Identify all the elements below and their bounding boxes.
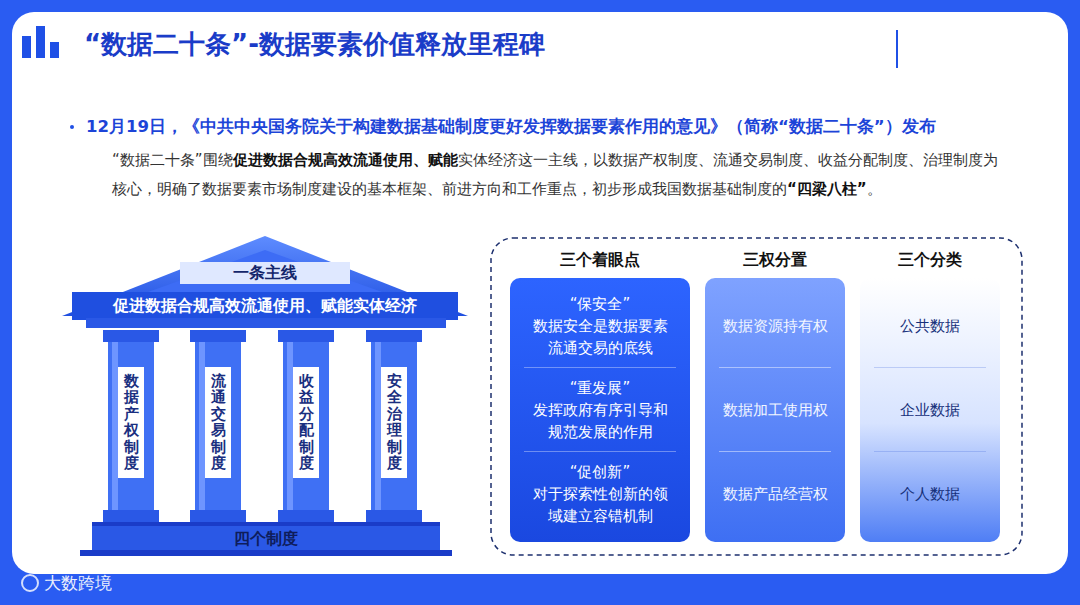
- category-card: 三权分置数据资源持有权数据加工使用权数据产品经营权: [705, 248, 845, 542]
- logo-bar: [36, 26, 45, 58]
- roof-heading: 一条主线: [180, 262, 350, 284]
- card-header: 三个着眼点: [510, 250, 690, 271]
- pillar-text: 流通交易制度: [211, 373, 226, 472]
- paragraph-text: “数据二十条”围绕: [112, 151, 233, 169]
- logo-bar: [22, 36, 31, 58]
- card-item: 企业数据: [866, 368, 994, 452]
- dashed-frame: [491, 238, 1022, 555]
- card-item: 数据产品经营权: [711, 452, 839, 536]
- pillar-shaft: [108, 342, 154, 510]
- card-item: “保安全”数据安全是数据要素流通交易的底线: [516, 284, 684, 368]
- paragraph-text: “四梁八柱”: [787, 180, 867, 198]
- category-card: 三个着眼点“保安全”数据安全是数据要素流通交易的底线“重发展”发挥政府有序引导和…: [510, 248, 690, 542]
- item-heading: “重发展”: [570, 377, 631, 399]
- pillar-capital: [366, 330, 422, 342]
- item-heading: “保安全”: [570, 293, 631, 315]
- item-text: 数据产品经营权: [723, 483, 828, 505]
- base-plinth: [80, 550, 452, 556]
- paragraph-text: 。: [867, 180, 882, 198]
- watermark: 大数跨境: [44, 572, 112, 595]
- pillar-capital: [103, 330, 159, 342]
- roof-band-text: 促进数据合规高效流通使用、赋能实体经济: [113, 292, 417, 320]
- roof-inner: [148, 250, 382, 292]
- base-text: 四个制度: [92, 526, 440, 554]
- card-item: 数据加工使用权: [711, 368, 839, 452]
- pillar-text: 数据产权制度: [124, 373, 139, 472]
- bullet-heading: 12月19日，《中共中央国务院关于构建数据基础制度更好发挥数据要素作用的意见》（…: [86, 116, 936, 138]
- pillar: 收益分配制度: [278, 320, 334, 524]
- watermark-logo: [22, 575, 38, 591]
- pillar-capital: [190, 330, 246, 342]
- logo-bar: [50, 42, 59, 58]
- card-header: 三权分置: [705, 250, 845, 271]
- entablature: [86, 318, 446, 328]
- item-text: 数据安全是数据要素流通交易的底线: [530, 315, 670, 359]
- bullet-dot: [70, 125, 74, 129]
- pillar-shaft: [371, 342, 417, 510]
- item-text: 公共数据: [900, 315, 960, 337]
- item-text: 个人数据: [900, 483, 960, 505]
- pillar-label-box: 流通交易制度: [205, 367, 231, 478]
- pillar: 安全治理制度: [366, 320, 422, 524]
- temple-base: 四个制度: [92, 522, 440, 554]
- pillar-text: 收益分配制度: [299, 373, 314, 472]
- temple-roof: 一条主线促进数据合规高效流通使用、赋能实体经济: [62, 236, 468, 320]
- pillar: 流通交易制度: [190, 320, 246, 524]
- item-text: 数据加工使用权: [723, 399, 828, 421]
- item-divider: [524, 451, 676, 452]
- category-card: 三个分类公共数据企业数据个人数据: [860, 248, 1000, 542]
- pillar-label-box: 收益分配制度: [293, 367, 319, 478]
- card-header: 三个分类: [860, 250, 1000, 271]
- card-item: 个人数据: [866, 452, 994, 536]
- item-divider: [719, 367, 831, 368]
- page-title: “数据二十条”-数据要素价值释放里程碑: [84, 27, 545, 62]
- pillar-label-box: 安全治理制度: [381, 367, 407, 478]
- card-item: “重发展”发挥政府有序引导和规范发展的作用: [516, 368, 684, 452]
- roof-band: [72, 292, 458, 320]
- item-divider: [524, 367, 676, 368]
- item-text: 发挥政府有序引导和规范发展的作用: [530, 399, 670, 443]
- pillar-label-box: 数据产权制度: [118, 367, 144, 478]
- intro-paragraph: “数据二十条”围绕促进数据合规高效流通使用、赋能实体经济这一主线，以数据产权制度…: [112, 146, 1012, 204]
- pillar-capital: [278, 330, 334, 342]
- item-heading: “促创新”: [570, 461, 631, 483]
- item-divider: [719, 451, 831, 452]
- item-divider: [874, 451, 986, 452]
- item-text: 对于探索性创新的领域建立容错机制: [530, 483, 670, 527]
- pillar: 数据产权制度: [103, 320, 159, 524]
- item-divider: [874, 367, 986, 368]
- divider-line: [896, 30, 898, 68]
- pillar-shaft: [195, 342, 241, 510]
- card-item: “促创新”对于探索性创新的领域建立容错机制: [516, 452, 684, 536]
- pillar-shaft: [283, 342, 329, 510]
- roof-plaque: [180, 262, 350, 284]
- item-text: 数据资源持有权: [723, 315, 828, 337]
- paragraph-text: 促进数据合规高效流通使用、赋能: [233, 151, 458, 169]
- card-item: 数据资源持有权: [711, 284, 839, 368]
- item-text: 企业数据: [900, 399, 960, 421]
- card-item: 公共数据: [866, 284, 994, 368]
- pillar-text: 安全治理制度: [387, 373, 402, 472]
